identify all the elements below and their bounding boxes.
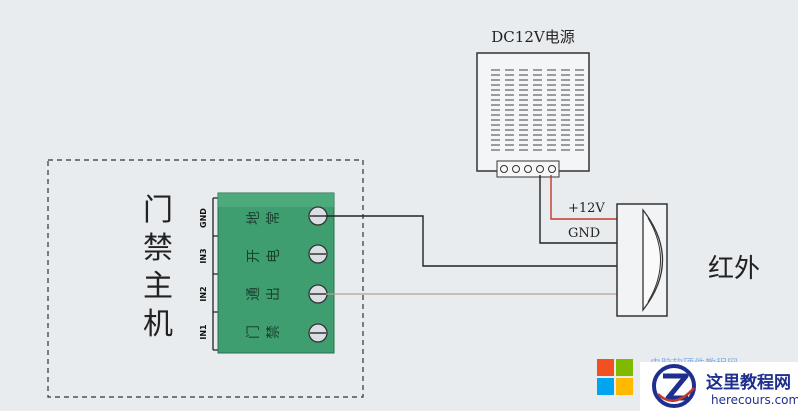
power-supply-label: DC12V电源	[491, 28, 574, 46]
screw-terminal-in3	[308, 244, 328, 264]
terminal-text-1b: 常	[266, 211, 282, 225]
pin-bracket-ticks	[213, 197, 218, 351]
terminal-text-2a: 开	[246, 249, 262, 263]
terminal-text-3a: 通	[246, 287, 262, 301]
windows-logo-icon	[597, 359, 633, 395]
screw-terminal-in1	[308, 323, 328, 343]
sensor-label: 红外	[708, 254, 760, 284]
controller-enclosure	[47, 159, 364, 398]
gnd-wire-controller	[326, 215, 618, 267]
power-supply-vents	[491, 69, 584, 151]
terminal-text-1a: 地	[246, 211, 262, 225]
watermark: 电脑软硬件教程网 这里教程网 herecours.com	[597, 356, 798, 411]
terminal-text-2b: 电	[266, 249, 282, 263]
plus12v-wire	[550, 175, 618, 220]
terminal-text-4a: 门	[246, 325, 262, 339]
controller-label-char-1: 门	[143, 193, 173, 228]
power-supply	[476, 52, 590, 172]
controller-label-char-4: 机	[143, 307, 173, 342]
controller-label-char-2: 禁	[143, 231, 173, 266]
controller-label-char-3: 主	[143, 269, 173, 304]
pin-label-gnd: GND	[199, 208, 208, 228]
pin-label-in2: IN2	[199, 286, 208, 301]
gnd-label: GND	[568, 226, 600, 241]
screw-terminal-in2	[308, 284, 328, 304]
controller-label: 门 禁 主 机	[143, 193, 173, 342]
watermark-site-name: 这里教程网	[706, 372, 791, 393]
terminal-text: 地 常 开 电 通 出 门 禁	[246, 211, 282, 339]
screw-terminal-gnd	[308, 206, 328, 226]
screw-terminals	[308, 206, 328, 343]
pin-label-in1: IN1	[199, 324, 208, 340]
power-supply-terminals	[496, 160, 560, 178]
terminal-block-highlight	[218, 193, 334, 207]
terminal-text-3b: 出	[266, 287, 282, 301]
watermark-url: herecours.com	[711, 393, 798, 407]
gnd-wire-psu	[539, 175, 618, 244]
pin-label-in3: IN3	[199, 248, 208, 263]
infrared-sensor	[616, 203, 668, 317]
plus12v-label: +12V	[568, 201, 605, 216]
site-logo-icon	[652, 364, 696, 408]
terminal-text-4b: 禁	[266, 325, 282, 339]
